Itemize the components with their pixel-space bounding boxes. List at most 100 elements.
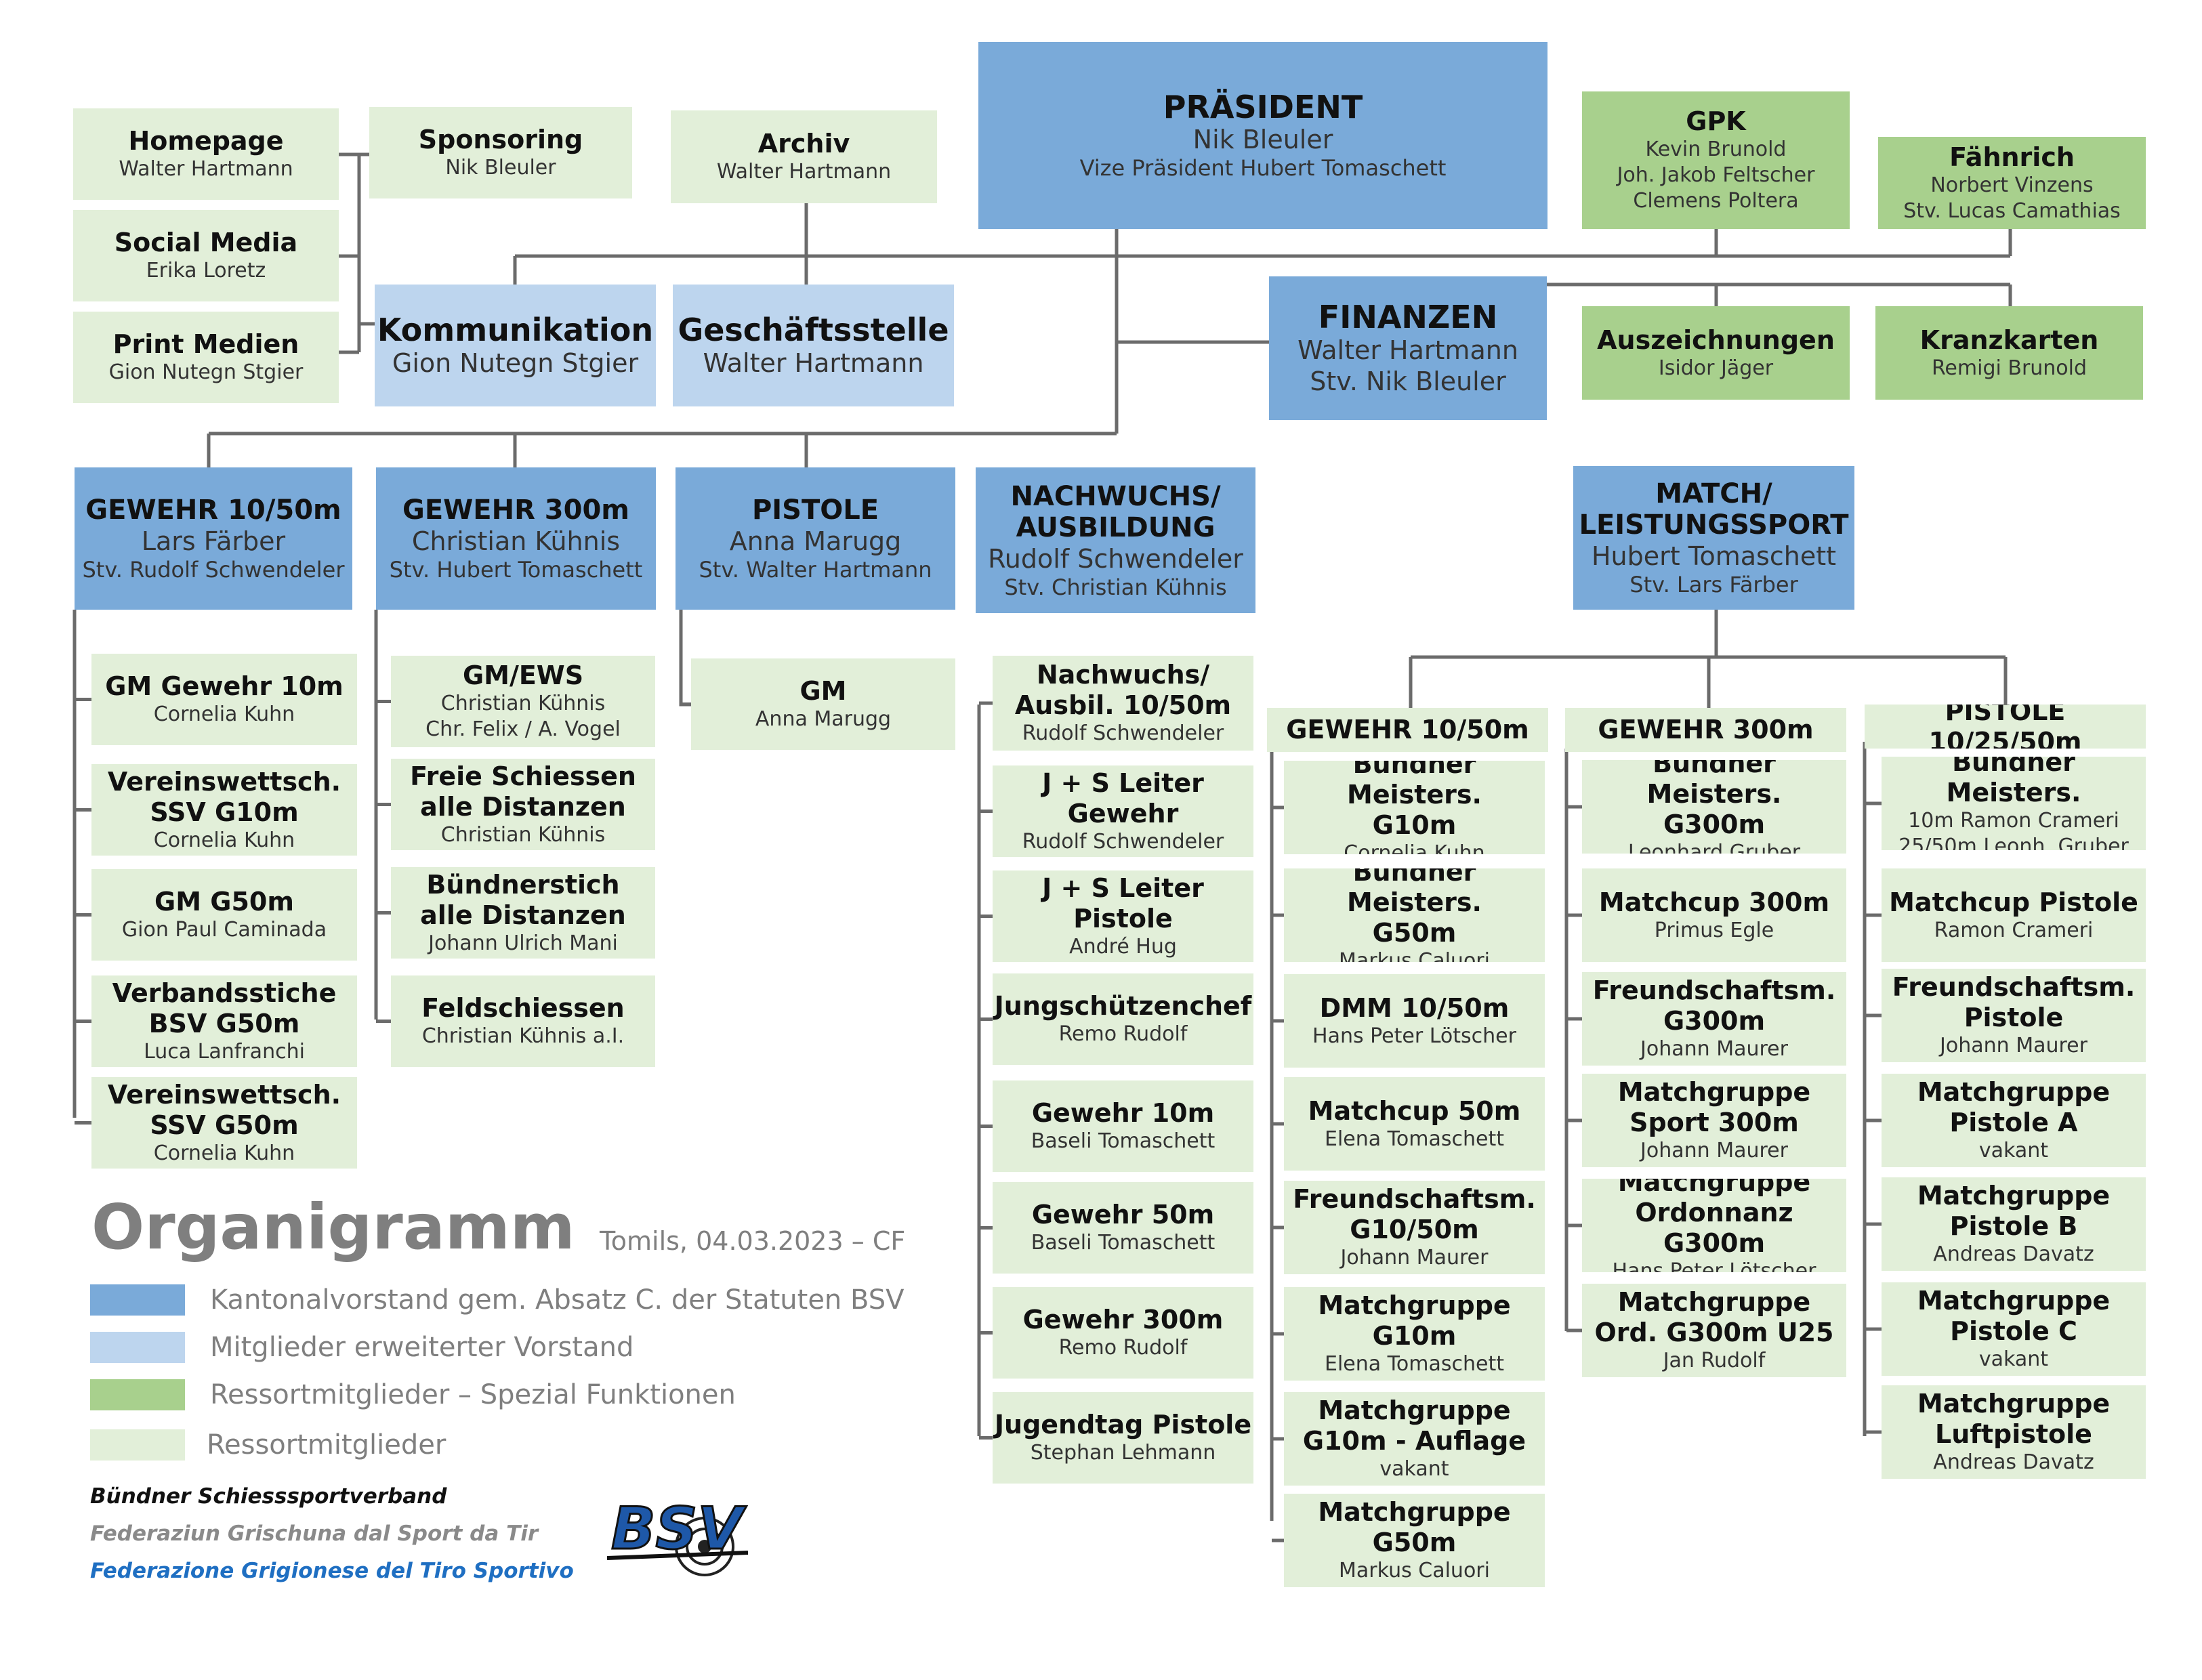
item-person: Christian Kühnis a.I. <box>421 1024 625 1048</box>
item-title: GM/EWS <box>462 660 584 690</box>
item-person: Baseli Tomaschett <box>1031 1129 1216 1153</box>
item-person: Jan Rudolf <box>1663 1349 1766 1372</box>
item-title: Jungschützenchef <box>994 991 1252 1021</box>
item-title: Vereinswettsch. SSV G10m <box>107 766 341 827</box>
item-person: Ramon Crameri <box>1934 918 2094 942</box>
division-head: Lars Färber <box>141 526 286 556</box>
item-person: Remo Rudolf <box>1058 1022 1188 1046</box>
item-title: Gewehr 50m <box>1031 1200 1215 1230</box>
division-title: MATCH/ LEISTUNGSSPORT <box>1579 478 1849 541</box>
auszeichnungen-title: Auszeichnungen <box>1597 324 1835 355</box>
archiv-box: Archiv Walter Hartmann <box>671 110 937 203</box>
item-person: André Hug <box>1069 934 1177 959</box>
homepage-name: Walter Hartmann <box>119 157 293 181</box>
item-person: Hans Peter Lötscher <box>1312 1024 1516 1048</box>
item-title: Matchgruppe Ord. G300m U25 <box>1594 1287 1834 1347</box>
kommunikation-name: Gion Nutegn Stgier <box>392 348 639 378</box>
kranzkarten-box: Kranzkarten Remigi Brunold <box>1875 306 2143 400</box>
item-person: 10m Ramon Crameri 25/50m Leonh. Gruber <box>1898 809 2129 850</box>
item-title: Freundschaftsm. G10/50m <box>1293 1184 1536 1244</box>
item-person: Primus Egle <box>1654 918 1774 942</box>
division-title: GEWEHR 10/50m <box>85 495 341 526</box>
item-title: J + S Leiter Pistole <box>1042 873 1204 933</box>
item-title: Matchcup 50m <box>1308 1095 1521 1126</box>
division-gewehr-300: GEWEHR 300m Christian Kühnis Stv. Hubert… <box>376 467 656 610</box>
federation-name-rm: Federaziun Grischuna dal Sport da Tir <box>90 1521 539 1546</box>
item-person: Elena Tomaschett <box>1325 1352 1504 1376</box>
item-title: Matchgruppe G10m <box>1318 1290 1511 1351</box>
item-person: Baseli Tomaschett <box>1031 1231 1216 1255</box>
homepage-title: Homepage <box>128 126 284 156</box>
legend-swatch-ressort <box>90 1429 185 1461</box>
legend-swatch-spezial <box>90 1379 185 1410</box>
item-person: Andreas Davatz <box>1933 1242 2094 1266</box>
legend-title: Organigramm <box>91 1191 575 1263</box>
praesident-name: Nik Bleuler <box>1192 125 1333 154</box>
legend-swatch-kantonalvorstand <box>90 1284 185 1316</box>
homepage-box: Homepage Walter Hartmann <box>73 108 339 200</box>
division-match: MATCH/ LEISTUNGSSPORT Hubert Tomaschett … <box>1573 466 1854 610</box>
kranzkarten-name: Remigi Brunold <box>1931 356 2087 380</box>
item-person: Cornelia Kuhn <box>1344 841 1485 855</box>
auszeichnungen-name: Isidor Jäger <box>1658 356 1774 380</box>
praesident-title: PRÄSIDENT <box>1163 89 1363 125</box>
item-title: Nachwuchs/ Ausbil. 10/50m <box>1014 660 1232 720</box>
item-person: Leonhard Gruber <box>1627 840 1801 854</box>
item-title: Matchgruppe Ordonnanz G300m <box>1617 1179 1811 1258</box>
sponsoring-title: Sponsoring <box>418 125 583 154</box>
division-nachwuchs: NACHWUCHS/ AUSBILDUNG Rudolf Schwendeler… <box>976 467 1255 613</box>
kommunikation-box: Kommunikation Gion Nutegn Stgier <box>375 285 656 406</box>
gpk-member-3: Clemens Poltera <box>1633 189 1799 213</box>
match-header-pistole: PISTOLE 10/25/50m <box>1865 705 2146 749</box>
item-title: GM Gewehr 10m <box>105 671 344 701</box>
social-media-name: Erika Loretz <box>146 259 266 282</box>
item-person: Johann Maurer <box>1340 1246 1489 1269</box>
item-person: Christian Kühnis <box>440 822 606 847</box>
division-head: Rudolf Schwendeler <box>988 543 1243 574</box>
item-person: Rudolf Schwendeler <box>1022 721 1224 745</box>
geschaeftsstelle-box: Geschäftsstelle Walter Hartmann <box>673 285 954 406</box>
division-title: GEWEHR 300m <box>402 495 629 526</box>
item-person: vakant <box>1978 1139 2049 1162</box>
item-title: Matchgruppe G10m - Auflage <box>1302 1395 1526 1456</box>
faehnrich-name: Norbert Vinzens <box>1930 173 2094 197</box>
item-person: Luca Lanfranchi <box>144 1039 305 1064</box>
bsv-logo-text: BSV <box>611 1495 747 1563</box>
division-head: Christian Kühnis <box>411 526 621 556</box>
division-title: NACHWUCHS/ AUSBILDUNG <box>1010 480 1221 543</box>
item-person: Cornelia Kuhn <box>153 702 295 726</box>
geschaeftsstelle-title: Geschäftsstelle <box>678 312 949 348</box>
item-person: Anna Marugg <box>755 707 892 731</box>
gpk-box: GPK Kevin Brunold Joh. Jakob Feltscher C… <box>1582 91 1850 229</box>
auszeichnungen-box: Auszeichnungen Isidor Jäger <box>1582 306 1850 400</box>
archiv-title: Archiv <box>757 129 850 159</box>
item-title: J + S Leiter Gewehr <box>1042 768 1204 828</box>
item-title: Freundschaftsm. Pistole <box>1892 972 2136 1032</box>
item-title: GM G50m <box>154 887 294 917</box>
match-header-title: GEWEHR 10/50m <box>1286 715 1529 744</box>
